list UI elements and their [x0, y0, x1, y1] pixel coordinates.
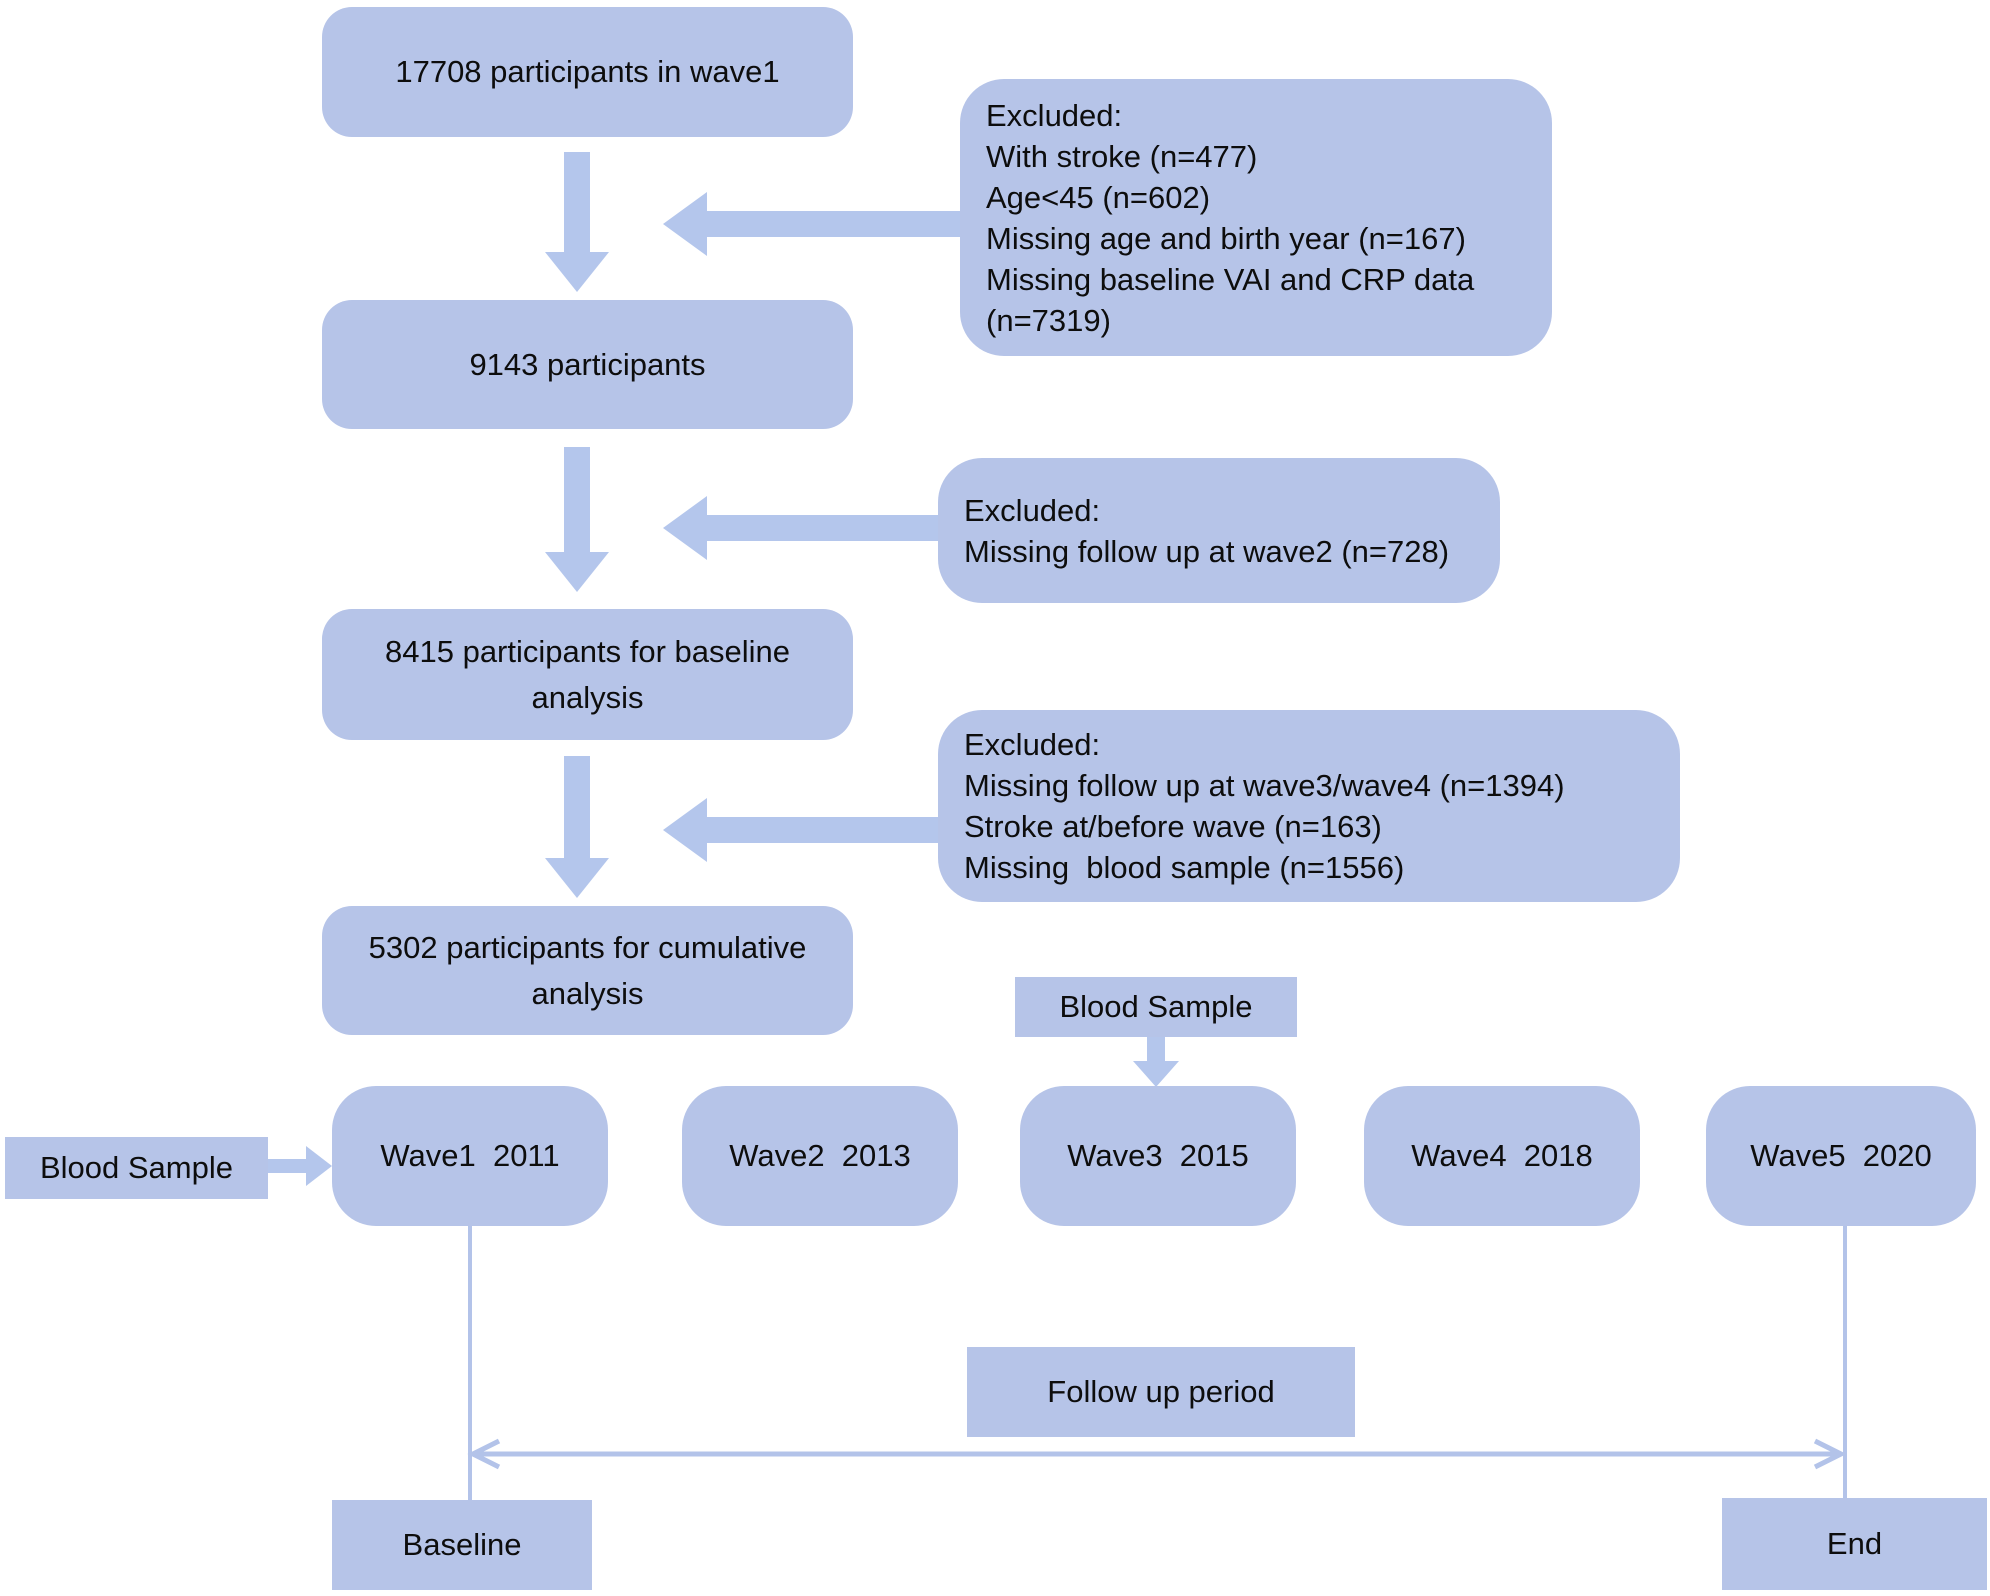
arrow-down-icon-3	[545, 756, 609, 898]
arrow-head	[663, 192, 707, 256]
arrow-head	[663, 798, 707, 862]
blood-sample-right-arrow-icon	[268, 1146, 332, 1186]
flow-box-after-exclusion1: 9143 participants	[322, 300, 853, 429]
arrow-left-icon-1	[663, 192, 960, 256]
wave4-box: Wave4 2018	[1364, 1086, 1640, 1226]
exclusion-box-3: Excluded: Missing follow up at wave3/wav…	[938, 710, 1680, 902]
flow-box-baseline-analysis: 8415 participants for baseline analysis	[322, 609, 853, 740]
arrow-head	[545, 858, 609, 898]
exclusion-box-2: Excluded: Missing follow up at wave2 (n=…	[938, 458, 1500, 603]
wave1-box: Wave1 2011	[332, 1086, 608, 1226]
arrow-left-icon-2	[663, 496, 938, 560]
blood-sample-down-arrow-icon	[1133, 1037, 1179, 1087]
arrow-head	[545, 252, 609, 292]
arrow-head	[1133, 1061, 1179, 1087]
blood-sample-left-box: Blood Sample	[5, 1137, 268, 1199]
follow-up-double-arrow-icon	[467, 1438, 1847, 1470]
arrow-left-icon-3	[663, 798, 938, 862]
arrow-shaft	[564, 447, 590, 554]
arrow-shaft	[703, 515, 938, 541]
arrow-shaft	[703, 211, 960, 237]
baseline-box: Baseline	[332, 1500, 592, 1590]
wave5-box: Wave5 2020	[1706, 1086, 1976, 1226]
wave5-end-connector-line	[1843, 1226, 1847, 1498]
arrow-head	[663, 496, 707, 560]
arrow-shaft	[268, 1159, 308, 1173]
arrow-down-icon-2	[545, 447, 609, 592]
arrow-shaft	[564, 756, 590, 860]
flow-box-wave1-total: 17708 participants in wave1	[322, 7, 853, 137]
follow-up-period-box: Follow up period	[967, 1347, 1355, 1437]
end-box: End	[1722, 1498, 1987, 1590]
blood-sample-wave3-box: Blood Sample	[1015, 977, 1297, 1037]
arrow-down-icon-1	[545, 152, 609, 292]
wave3-box: Wave3 2015	[1020, 1086, 1296, 1226]
arrow-shaft	[703, 817, 938, 843]
wave1-baseline-connector-line	[468, 1226, 472, 1500]
arrow-shaft	[1147, 1037, 1165, 1061]
arrow-shaft	[564, 152, 590, 254]
exclusion-box-1: Excluded: With stroke (n=477) Age<45 (n=…	[960, 79, 1552, 356]
arrow-head	[306, 1146, 332, 1186]
flow-box-cumulative-analysis: 5302 participants for cumulative analysi…	[322, 906, 853, 1035]
arrow-head	[545, 552, 609, 592]
wave2-box: Wave2 2013	[682, 1086, 958, 1226]
